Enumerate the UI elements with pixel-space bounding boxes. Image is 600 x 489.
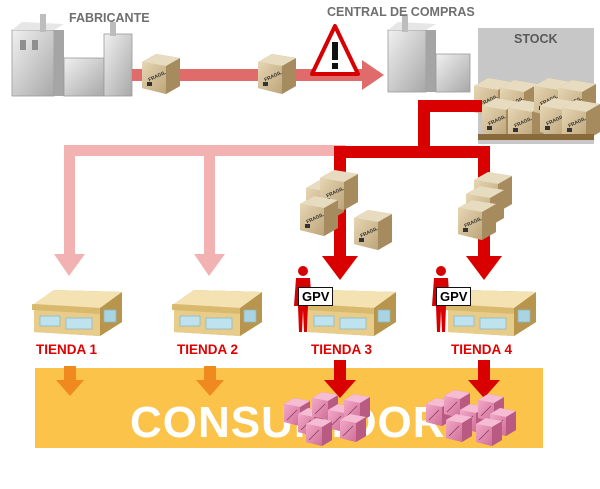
- factory-icon: [11, 14, 133, 97]
- store-to-consumer-arrows: [56, 360, 500, 398]
- store-1-label: TIENDA 1: [36, 342, 98, 357]
- box-icon: [445, 413, 473, 443]
- box-icon: [305, 417, 333, 447]
- warehouse-icon: [387, 14, 471, 93]
- central-purchasing-label: CENTRAL DE COMPRAS: [327, 5, 475, 19]
- gpv-badge: GPV: [298, 287, 334, 306]
- stock-label: STOCK: [514, 32, 558, 46]
- gpv-badge: GPV: [436, 287, 472, 306]
- manufacturer-label: FABRICANTE: [69, 11, 150, 25]
- pallet-icon: [474, 78, 546, 140]
- store-4-label: TIENDA 4: [451, 342, 513, 357]
- pallet-icon: [534, 78, 600, 140]
- store-3-label: TIENDA 3: [311, 342, 373, 357]
- store-2-label: TIENDA 2: [177, 342, 239, 357]
- warning-icon: [310, 24, 360, 76]
- supply-arrow: [132, 60, 384, 90]
- box-icon: [339, 413, 367, 443]
- box-icon: [475, 417, 503, 447]
- light-distribution-arrows: [54, 145, 346, 276]
